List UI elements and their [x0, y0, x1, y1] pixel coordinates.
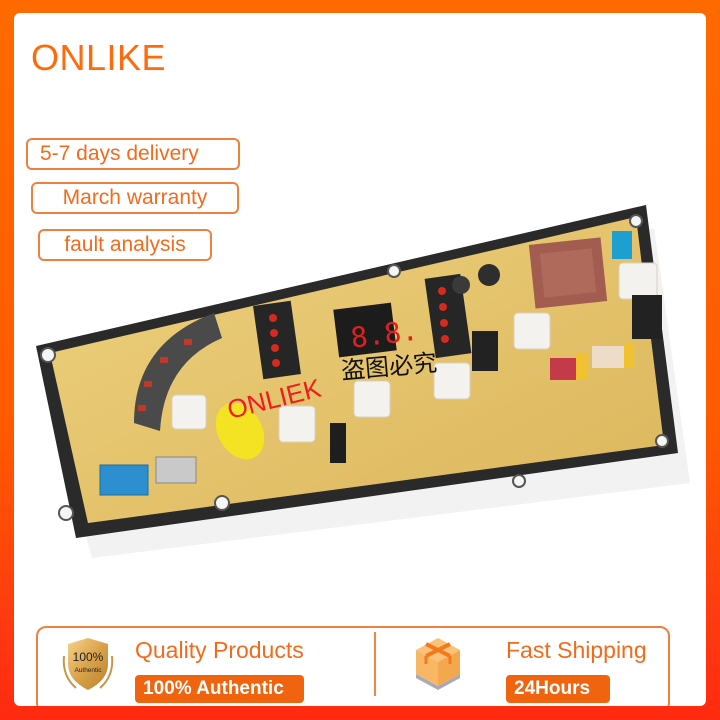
fast-shipping-title: Fast Shipping: [506, 637, 647, 663]
svg-text:8.8.: 8.8.: [349, 314, 420, 355]
shipping-time-pill: 24Hours: [506, 675, 610, 703]
product-image-control-board: 8.8.: [36, 205, 690, 558]
feature-banner: 100% Authentic Quality Products 100% Aut…: [36, 626, 670, 706]
feature-tag-delivery: 5-7 days delivery: [26, 138, 240, 170]
svg-text:100%: 100%: [73, 650, 104, 664]
quality-products-title: Quality Products: [135, 637, 304, 663]
brand-title: ONLIKE: [31, 37, 167, 78]
package-box-icon: [416, 638, 460, 690]
feature-tag-warranty: March warranty: [31, 182, 239, 214]
authentic-pill: 100% Authentic: [135, 675, 304, 703]
svg-text:Authentic: Authentic: [74, 667, 102, 674]
authentic-badge-icon: 100% Authentic: [62, 638, 114, 690]
banner-divider: [374, 632, 376, 696]
product-card: ONLIKE 5-7 days delivery March warranty …: [14, 13, 706, 706]
feature-tag-fault-analysis: fault analysis: [38, 229, 212, 261]
